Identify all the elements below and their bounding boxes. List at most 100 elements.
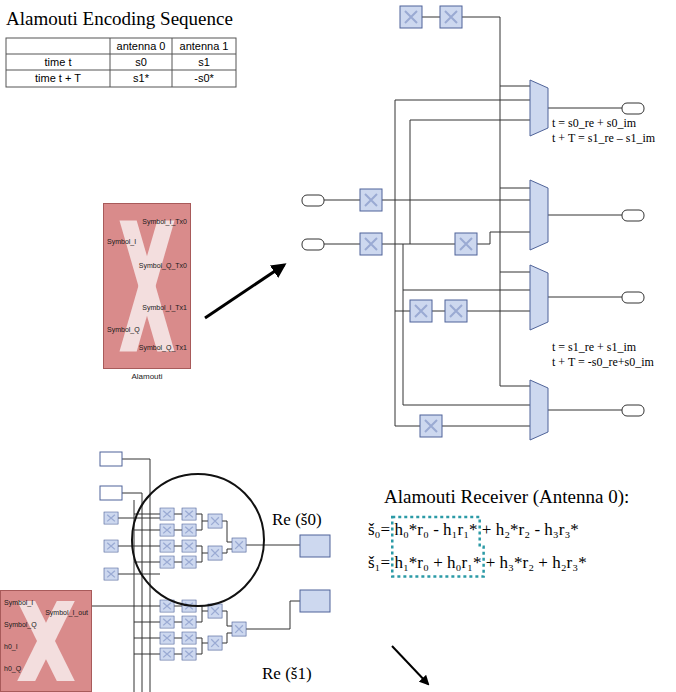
multiplier-block <box>182 632 196 644</box>
port-label: Symbol_I_Tx0 <box>142 218 187 226</box>
table-header: antenna 1 <box>172 39 236 54</box>
table-cell: -s0* <box>172 71 236 86</box>
mux-symbol <box>530 265 548 330</box>
io-port <box>302 103 644 416</box>
section-heading: Alamouti Encoding Sequence <box>6 8 233 31</box>
multiplier-block <box>160 556 174 568</box>
multiplier-block <box>232 622 246 636</box>
table-cell: time t + T <box>6 71 110 86</box>
receiver-wires <box>222 601 300 643</box>
table-cell: s1* <box>110 71 172 86</box>
port-label: Symbol_I_out <box>45 609 88 617</box>
multiplier-block <box>160 508 174 520</box>
multiplier-block <box>104 512 118 524</box>
transmitter-wires <box>403 244 530 405</box>
timing-note: t = s0_re + s0_im <box>552 116 636 130</box>
port-label: Symbol_Q_Tx1 <box>139 344 187 352</box>
io-port <box>302 195 324 206</box>
sysgen-block: Symbol_I Symbol_Q Symbol_I_Tx0Symbol_Q_Tx0… <box>103 203 191 369</box>
constant-block <box>100 452 330 612</box>
register-block <box>445 300 467 322</box>
receiver-wires <box>174 514 182 654</box>
multiplier-block <box>104 540 118 552</box>
multiplier-block <box>182 616 196 628</box>
multiplier-block <box>182 556 196 568</box>
multiplier-block <box>208 546 222 560</box>
pointer-arrow <box>205 265 284 318</box>
io-port <box>622 405 644 416</box>
multiplier-block <box>160 616 174 628</box>
port-label: Symbol_I_Tx1 <box>142 304 187 312</box>
table-cell: time t <box>6 55 110 70</box>
multiplier-block <box>104 568 118 580</box>
equation: š₀= h₀*r₀ - h₁r₁* + h₂*r₂ - h₃r₃* <box>368 520 579 540</box>
timing-note: t + T = s1_re – s1_im <box>552 131 655 145</box>
table-grid <box>6 38 236 87</box>
mux-symbol <box>530 180 548 250</box>
receiver-wires <box>134 514 160 654</box>
table-cell: s0 <box>110 55 172 70</box>
multiplier-block <box>182 524 196 536</box>
io-port <box>302 239 324 250</box>
equation: š₁= h₁*r₀ + h₀r₁* + h₃*r₂ + h₂r₃* <box>368 553 587 573</box>
multiplier-block <box>208 514 222 528</box>
constant-block <box>100 486 122 500</box>
table-grid <box>6 38 236 87</box>
output-label: Re (š0) <box>272 510 322 530</box>
register-block <box>455 233 477 255</box>
register-block <box>360 6 477 437</box>
pointer-arrow <box>392 646 428 684</box>
io-port <box>622 103 644 114</box>
register-block <box>400 6 422 28</box>
transmitter-wires <box>395 311 530 426</box>
register-block <box>360 189 382 211</box>
sysgen-block: Symbol_I Symbol_Q h0_I h0_Q Symbol_I_out <box>0 590 92 692</box>
constant-block <box>300 535 330 557</box>
port-label: Symbol_I <box>107 238 136 246</box>
transmitter-wires <box>324 17 500 386</box>
register-block <box>410 300 432 322</box>
port-label: h0_Q <box>4 665 21 673</box>
port-label: h0_I <box>4 643 18 651</box>
output-label: Re (š1) <box>262 664 312 684</box>
multiplier-block <box>160 540 174 552</box>
multiplier-block <box>160 524 174 536</box>
receiver-wires <box>196 514 208 562</box>
multiplier-block <box>182 508 196 520</box>
zoom-circle <box>132 474 264 606</box>
multiplier-block <box>104 508 246 660</box>
port-label: Symbol_Q_Tx0 <box>139 262 187 270</box>
mux-symbol <box>530 380 548 440</box>
multiplier-block <box>208 604 222 618</box>
table-cell: s1 <box>172 55 236 70</box>
multiplier-block <box>182 648 196 660</box>
block-name: Alamouti <box>84 372 210 382</box>
port-label: Symbol_Q <box>107 326 140 334</box>
multiplier-block <box>160 600 174 612</box>
receiver-wires <box>196 606 208 654</box>
register-block <box>420 415 442 437</box>
table-header: antenna 0 <box>110 39 172 54</box>
transmitter-wires <box>500 86 530 386</box>
multiplier-block <box>208 636 222 650</box>
receiver-wires <box>122 459 150 692</box>
mux-symbol <box>530 80 548 440</box>
timing-note: t = s1_re + s1_im <box>552 340 636 354</box>
constant-block <box>100 452 122 466</box>
receiver-wires <box>92 459 300 692</box>
io-port <box>622 292 644 303</box>
register-block <box>440 6 462 28</box>
port-label: Symbol_I <box>4 599 33 607</box>
multiplier-block <box>182 540 196 552</box>
multiplier-block <box>160 632 174 644</box>
port-label: Symbol_Q <box>4 621 37 629</box>
xilinx-logo <box>104 204 190 368</box>
timing-note: t + T = -s0_re+s0_im <box>552 355 654 369</box>
transmitter-wires <box>382 100 530 244</box>
multiplier-block <box>232 538 246 552</box>
register-block <box>360 233 382 255</box>
transmitter-wires <box>395 200 530 311</box>
mux-symbol <box>530 80 548 136</box>
multiplier-block <box>160 648 174 660</box>
